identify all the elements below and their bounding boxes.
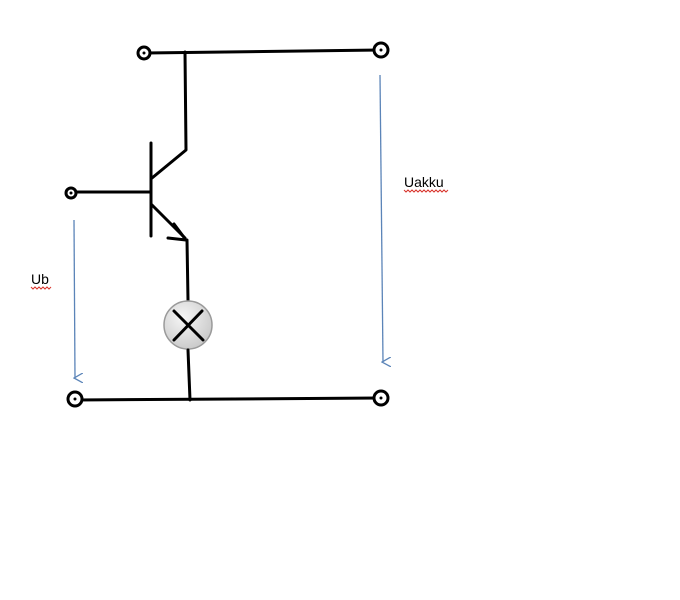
top-rail-wire <box>144 48 382 55</box>
terminal-bottom-right <box>372 389 390 407</box>
emitter-to-lamp-wire <box>185 238 190 302</box>
terminal-top-right <box>372 41 390 59</box>
terminal-top-left <box>136 45 152 61</box>
terminal-base <box>64 186 78 200</box>
ub-voltage-arrow <box>74 219 75 378</box>
lamp-symbol <box>163 300 213 350</box>
uakku-label: Uakku <box>404 174 444 190</box>
collector-wire <box>150 50 188 180</box>
uakku-spellcheck-underline <box>403 189 449 193</box>
lamp-to-ground-wire <box>186 348 192 402</box>
uakku-voltage-arrow <box>379 74 383 362</box>
ub-spellcheck-underline <box>30 286 52 290</box>
terminal-bottom-left <box>66 390 84 408</box>
bottom-rail-wire <box>74 396 382 402</box>
ub-label: Ub <box>31 271 49 287</box>
